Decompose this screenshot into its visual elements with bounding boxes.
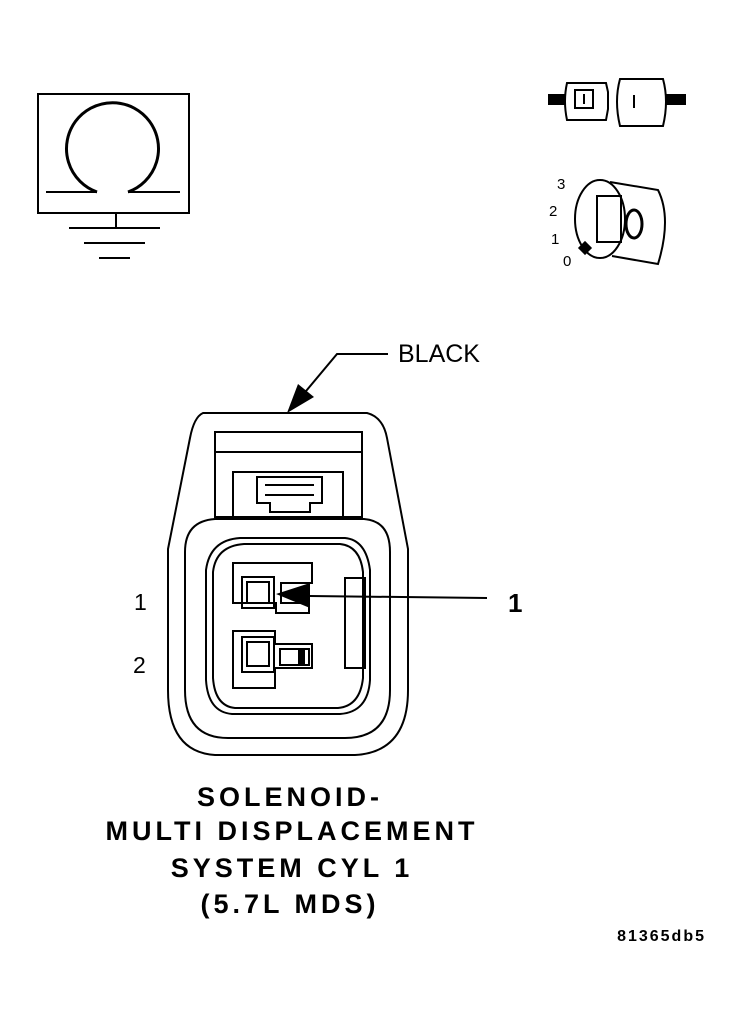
pin-label-1: 1 (134, 589, 147, 615)
lock-position-0: 0 (563, 253, 571, 270)
lock-position-3: 3 (557, 176, 565, 193)
title-line-3: SYSTEM CYL 1 (171, 853, 414, 883)
pin-label-2: 2 (133, 652, 146, 678)
figure-id: 81365db5 (617, 928, 706, 945)
connector-color-label: BLACK (398, 340, 480, 368)
solenoid-coil-icon (37, 93, 190, 259)
title-line-1: SOLENOID- (197, 782, 383, 812)
key-lock-icon: 3 2 1 0 (549, 176, 666, 270)
title-line-4: (5.7L MDS) (200, 889, 379, 919)
connector-face (167, 412, 409, 756)
callout-number: 1 (508, 588, 522, 618)
title-line-2: MULTI DISPLACEMENT (106, 816, 479, 846)
lock-position-2: 2 (549, 203, 557, 220)
lock-position-1: 1 (551, 231, 559, 248)
connector-color-callout: BLACK (287, 340, 480, 413)
pin-callout-arrow (276, 583, 488, 608)
connector-pair-icon (548, 78, 686, 127)
